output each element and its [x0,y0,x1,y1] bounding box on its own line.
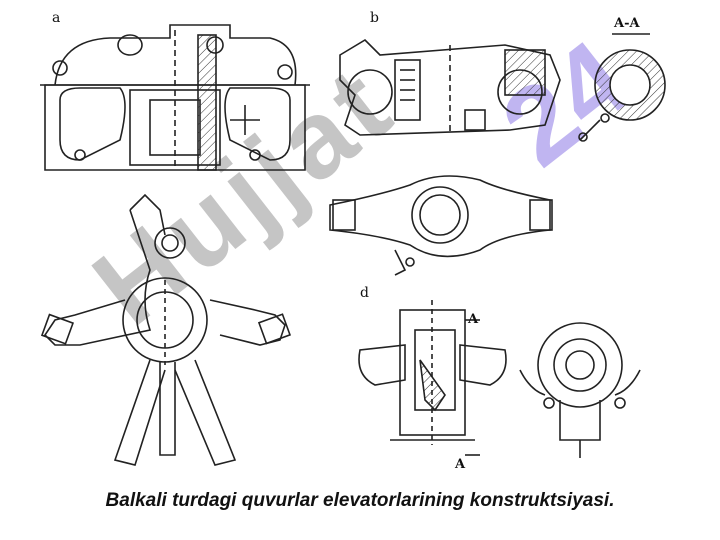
section-mark-top: A [468,312,479,327]
figure-top-view-elevator [329,175,553,276]
figure-caption: Balkali turdagi quvurlar elevatorlarinin… [105,490,615,511]
panel-label-a: a [52,10,61,26]
panel-label-d: d [360,285,369,301]
figure-d-front-view [358,300,507,456]
section-a-a-drawing [578,33,666,142]
section-title-a-a: A-A [614,16,640,31]
figure-d-side-view [519,322,641,458]
section-mark-bottom: A [455,457,466,472]
figure-b-elevator-view [339,38,561,136]
panel-label-b: b [370,10,379,26]
figure-a-elevator-side-view [40,24,310,171]
figure-large-elevator-plan [40,193,292,466]
